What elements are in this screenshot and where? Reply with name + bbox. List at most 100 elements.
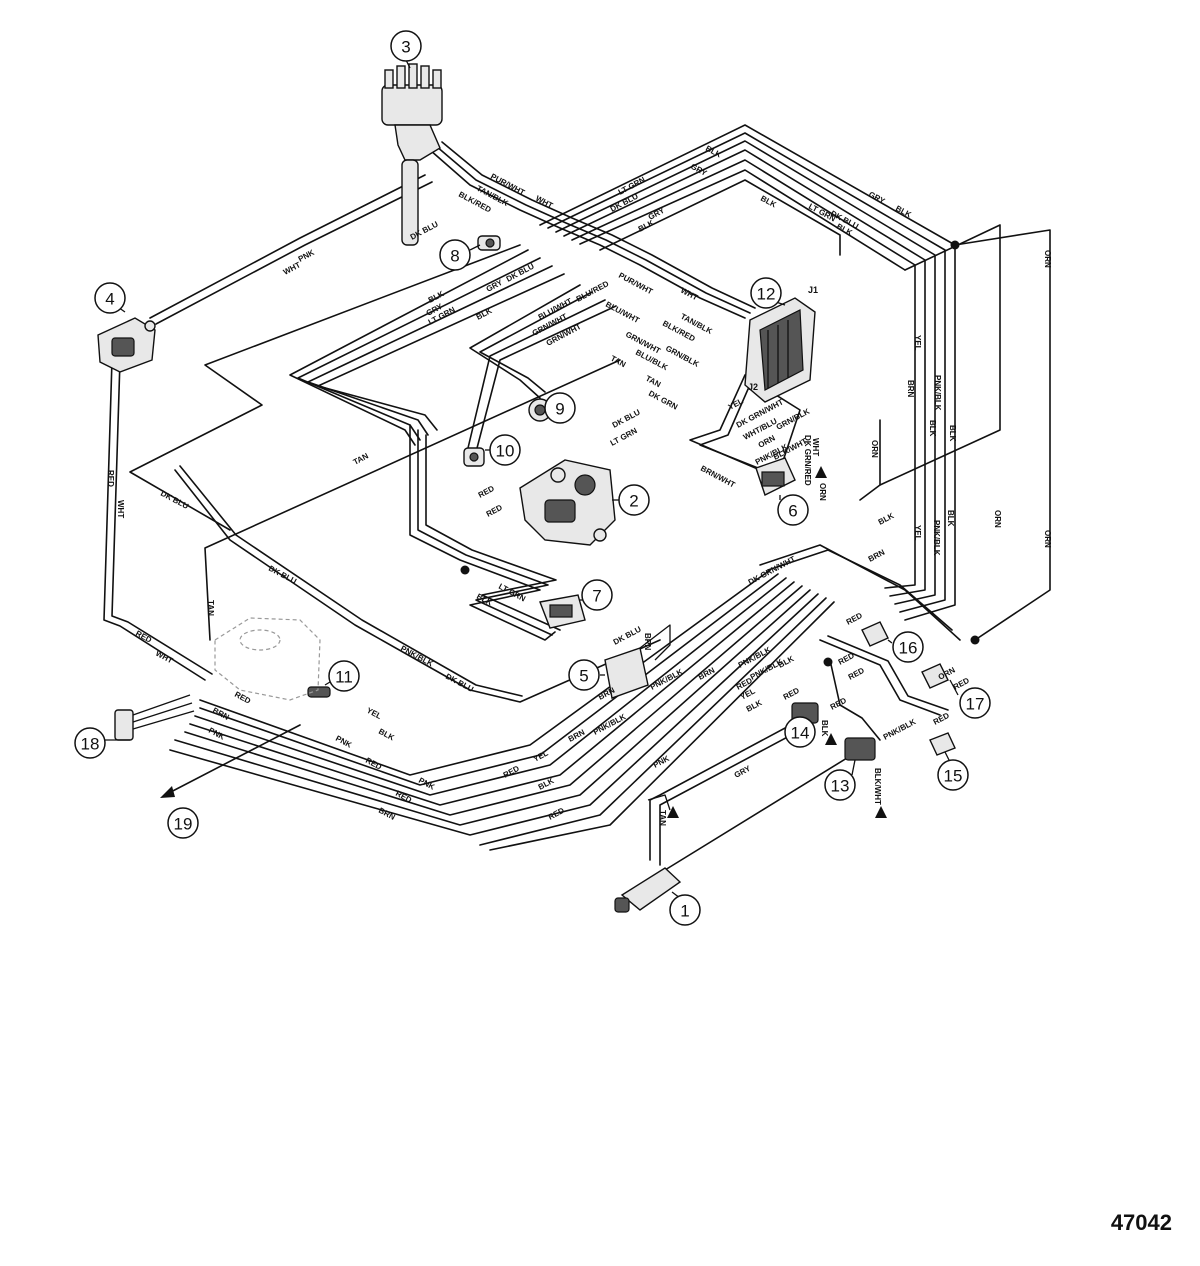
wire-label: PNK/BLK xyxy=(399,644,435,669)
wire-label: BRN xyxy=(697,666,717,682)
callout-2: 2 xyxy=(618,484,650,516)
callout-18: 18 xyxy=(74,727,106,759)
wire-label: RED xyxy=(502,764,521,780)
wire-label: BLK xyxy=(475,306,494,322)
callout-number: 8 xyxy=(450,247,459,266)
callout-number: 17 xyxy=(966,695,985,714)
wire-label: RED xyxy=(485,503,504,519)
callout-number: 14 xyxy=(791,724,810,743)
wire-label: YEL xyxy=(913,525,922,541)
wire-label: RED xyxy=(106,470,115,487)
wire-label: BLK xyxy=(946,510,955,527)
wire-label: PNK xyxy=(297,248,316,264)
callout-number: 12 xyxy=(757,285,776,304)
wire-label: GRY xyxy=(485,278,505,294)
wire-label: DK BLU xyxy=(611,408,642,430)
figure-number: 47042 xyxy=(1110,1210,1172,1235)
callout-number: 4 xyxy=(105,290,114,309)
wire-label: YEL xyxy=(532,748,550,763)
callout-12: 12 xyxy=(750,277,782,309)
callout-number: 6 xyxy=(788,502,797,521)
wire-label: RED xyxy=(829,696,848,712)
wire-label: BLK xyxy=(704,144,723,160)
wire-label: BLK xyxy=(820,720,829,737)
callout-8: 8 xyxy=(439,239,471,271)
wire-label: DK BLU xyxy=(159,489,190,511)
wire-label: TAN xyxy=(658,810,667,826)
callout-9: 9 xyxy=(544,392,576,424)
wire-label: BLK xyxy=(759,194,778,210)
relay-17 xyxy=(921,663,949,689)
wire-label: BLK xyxy=(928,420,937,437)
harness-connector-18 xyxy=(114,694,195,741)
wire-label: RED xyxy=(477,484,496,500)
callout-number: 7 xyxy=(592,587,601,606)
callout-number: 1 xyxy=(680,902,689,921)
switch-13 xyxy=(844,737,876,761)
module-5 xyxy=(604,624,671,699)
sensor-8 xyxy=(477,235,501,251)
wire-label: GRN/BLK xyxy=(664,344,701,369)
wire-label: BRN xyxy=(906,380,915,398)
wire-label: BLK xyxy=(948,425,957,442)
wire-label: YEL xyxy=(727,396,745,411)
callout-leaders xyxy=(105,59,959,899)
callout-number: 3 xyxy=(401,38,410,57)
wire-label: ORN xyxy=(818,483,827,501)
callout-number: 18 xyxy=(81,735,100,754)
wire-label: BRN xyxy=(643,633,652,651)
wire-label: BRN xyxy=(867,548,887,564)
callout-5: 5 xyxy=(568,659,600,691)
sensor-10 xyxy=(463,447,485,467)
switch-15 xyxy=(929,732,956,756)
callouts: 1 2 3 4 5 6 7 8 xyxy=(74,30,991,926)
connector-j1-label: J1 xyxy=(808,285,818,295)
callout-10: 10 xyxy=(489,434,521,466)
wire-label: BRN xyxy=(567,728,587,744)
callout-number: 15 xyxy=(944,767,963,786)
callout-14: 14 xyxy=(784,716,816,748)
distributor xyxy=(381,63,443,246)
wire-label: RED xyxy=(845,611,864,627)
harness-bundles xyxy=(103,124,1051,871)
wire-label: PUR/WHT xyxy=(617,271,654,297)
callout-7: 7 xyxy=(581,579,613,611)
relay-16 xyxy=(861,621,889,647)
wire-label: DK BLU xyxy=(612,625,643,647)
wire-label: BLU/WHT xyxy=(604,300,641,325)
wire-label: DK GRN/RED xyxy=(803,435,812,486)
wire-label: BLK/WHT xyxy=(873,768,882,805)
callout-number: 11 xyxy=(335,668,353,687)
callout-number: 10 xyxy=(496,442,515,461)
wire-label: BRN xyxy=(377,806,397,822)
callout-number: 9 xyxy=(555,400,564,419)
wire-label: BLK xyxy=(427,289,446,305)
wire-label: TAN xyxy=(609,354,627,369)
callout-15: 15 xyxy=(937,759,969,791)
wire-label: LT GRN xyxy=(609,426,639,448)
wire-label: TAN xyxy=(352,451,370,466)
wire-label: GRN/BLK xyxy=(775,407,812,432)
callout-number: 19 xyxy=(174,815,193,834)
splice-points xyxy=(460,240,980,667)
wire-label: ORN xyxy=(1043,250,1052,268)
wire-label: RED xyxy=(847,666,866,682)
wire-label: RED xyxy=(134,629,153,645)
ignition-coil xyxy=(97,317,156,373)
wire-label: WHT xyxy=(116,500,125,518)
callout-3: 3 xyxy=(390,30,422,62)
callout-13: 13 xyxy=(824,769,856,801)
wire-label: BRN/WHT xyxy=(699,464,737,490)
wire-label: YEL xyxy=(913,335,922,351)
wire-label: PNK/BLK xyxy=(932,520,941,556)
wire-label: WHT xyxy=(534,194,554,211)
callout-number: 16 xyxy=(899,639,918,658)
wire-label: PNK xyxy=(334,734,353,750)
wire-label: BLK xyxy=(745,698,764,714)
wire-label: YEL xyxy=(365,706,383,721)
wire-label: ORN xyxy=(870,440,879,458)
wire-label: BLK xyxy=(894,204,913,220)
wire-label: PNK/BLK xyxy=(933,375,942,411)
sensor-7 xyxy=(539,594,586,629)
